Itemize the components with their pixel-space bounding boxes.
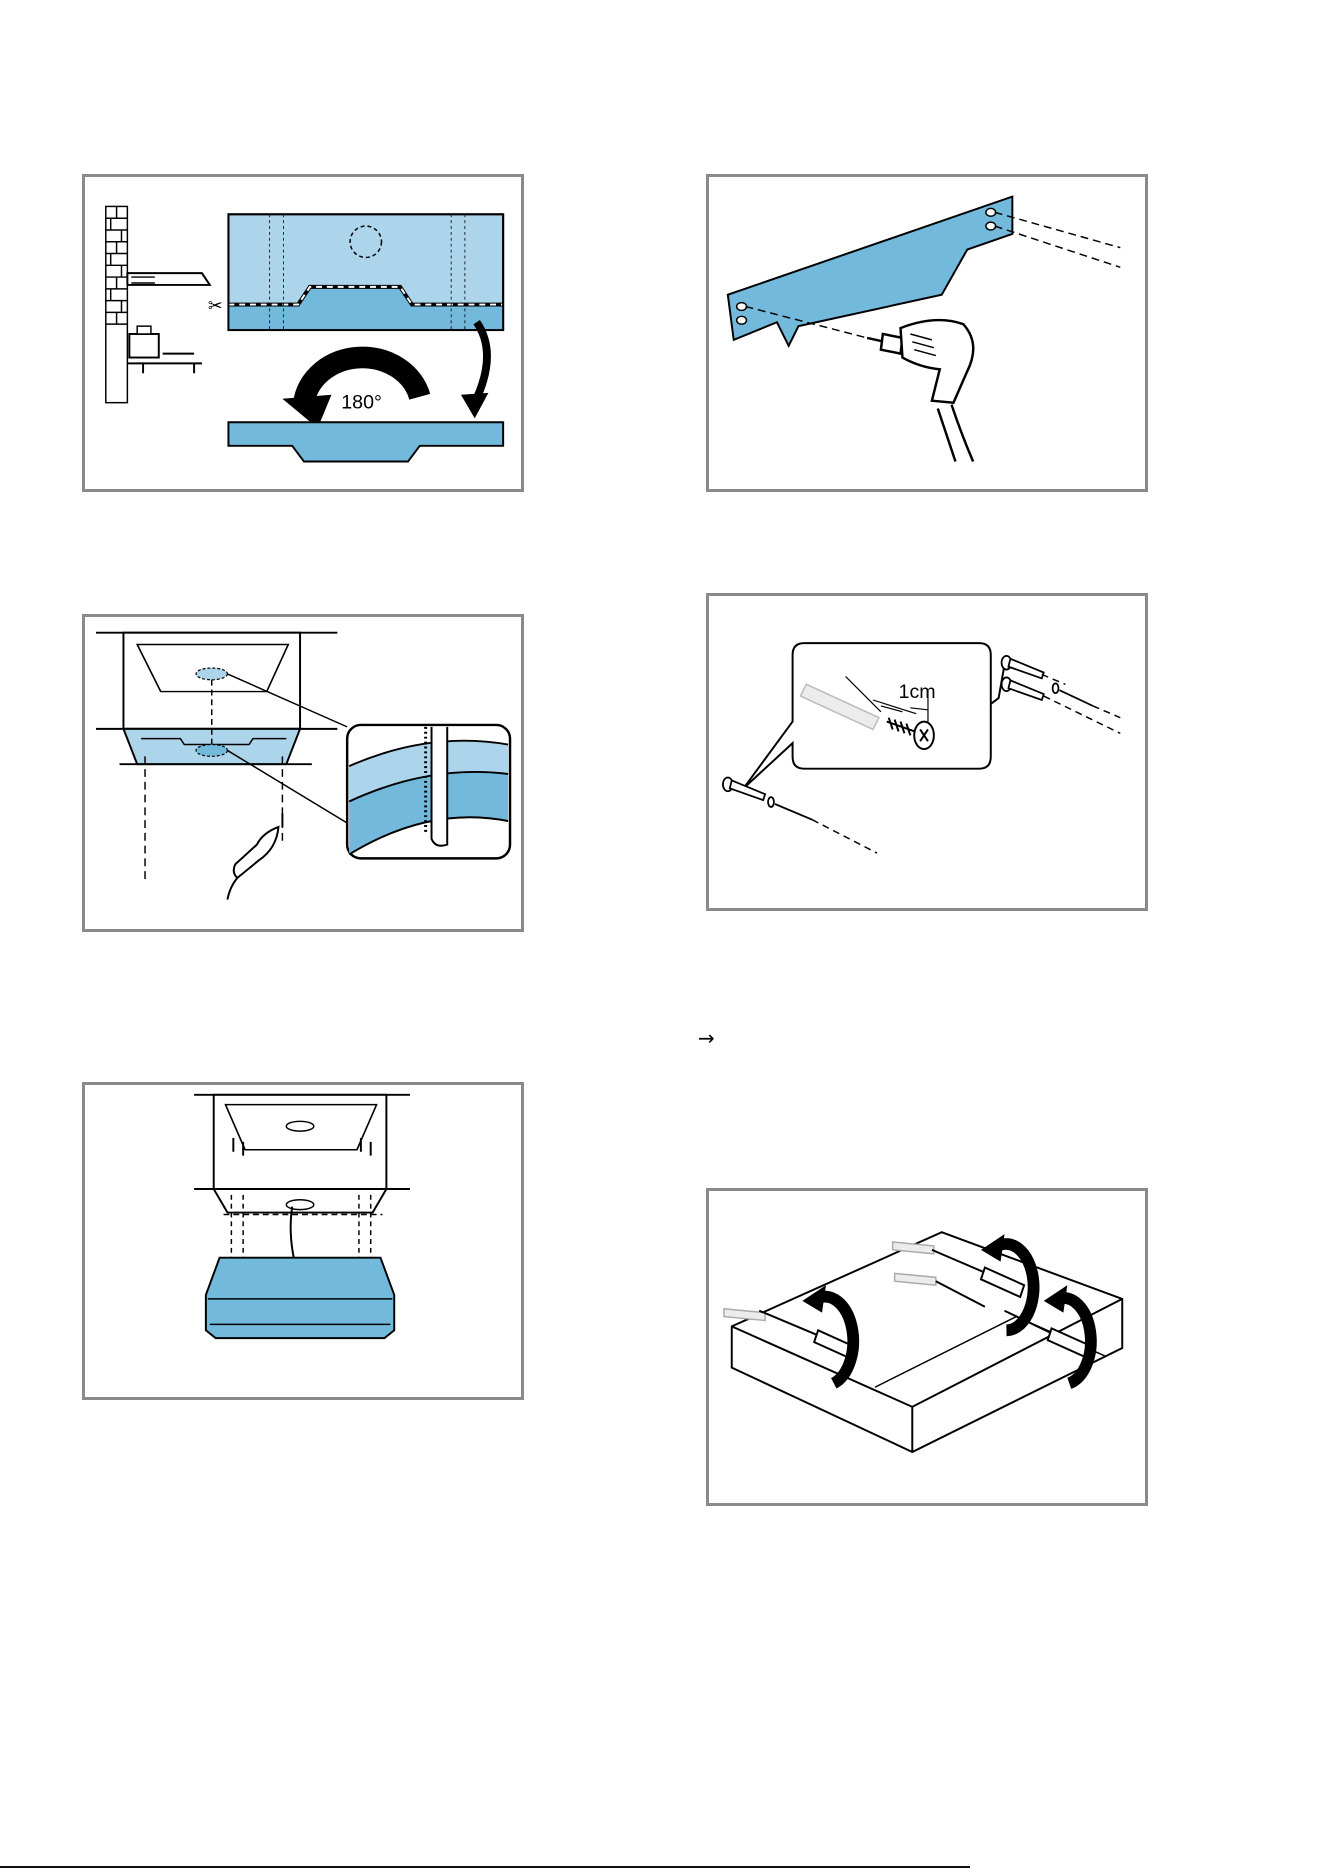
mount-illustration xyxy=(85,1085,521,1397)
scissors-icon: ✂ xyxy=(208,296,223,316)
plugs-illustration: 1cm xyxy=(709,596,1145,908)
figure-tighten-screws xyxy=(706,1188,1148,1506)
figure-cabinet-mount-screws xyxy=(82,1082,524,1400)
figure-cabinet-cutout-saw xyxy=(82,614,524,932)
cutout-illustration xyxy=(85,617,521,929)
drill-illustration xyxy=(709,177,1145,489)
figure-template-cut-rotate: ✂ 180° xyxy=(82,174,524,492)
footer-rule xyxy=(0,1866,970,1868)
template-illustration: ✂ 180° xyxy=(85,177,521,489)
rotation-label: 180° xyxy=(341,392,382,414)
distance-label: 1cm xyxy=(899,681,936,703)
figure-wall-plugs-screws: 1cm xyxy=(706,593,1148,911)
tighten-illustration xyxy=(709,1191,1145,1503)
figure-drill-template-wall xyxy=(706,174,1148,492)
result-arrow: → xyxy=(698,1026,715,1050)
